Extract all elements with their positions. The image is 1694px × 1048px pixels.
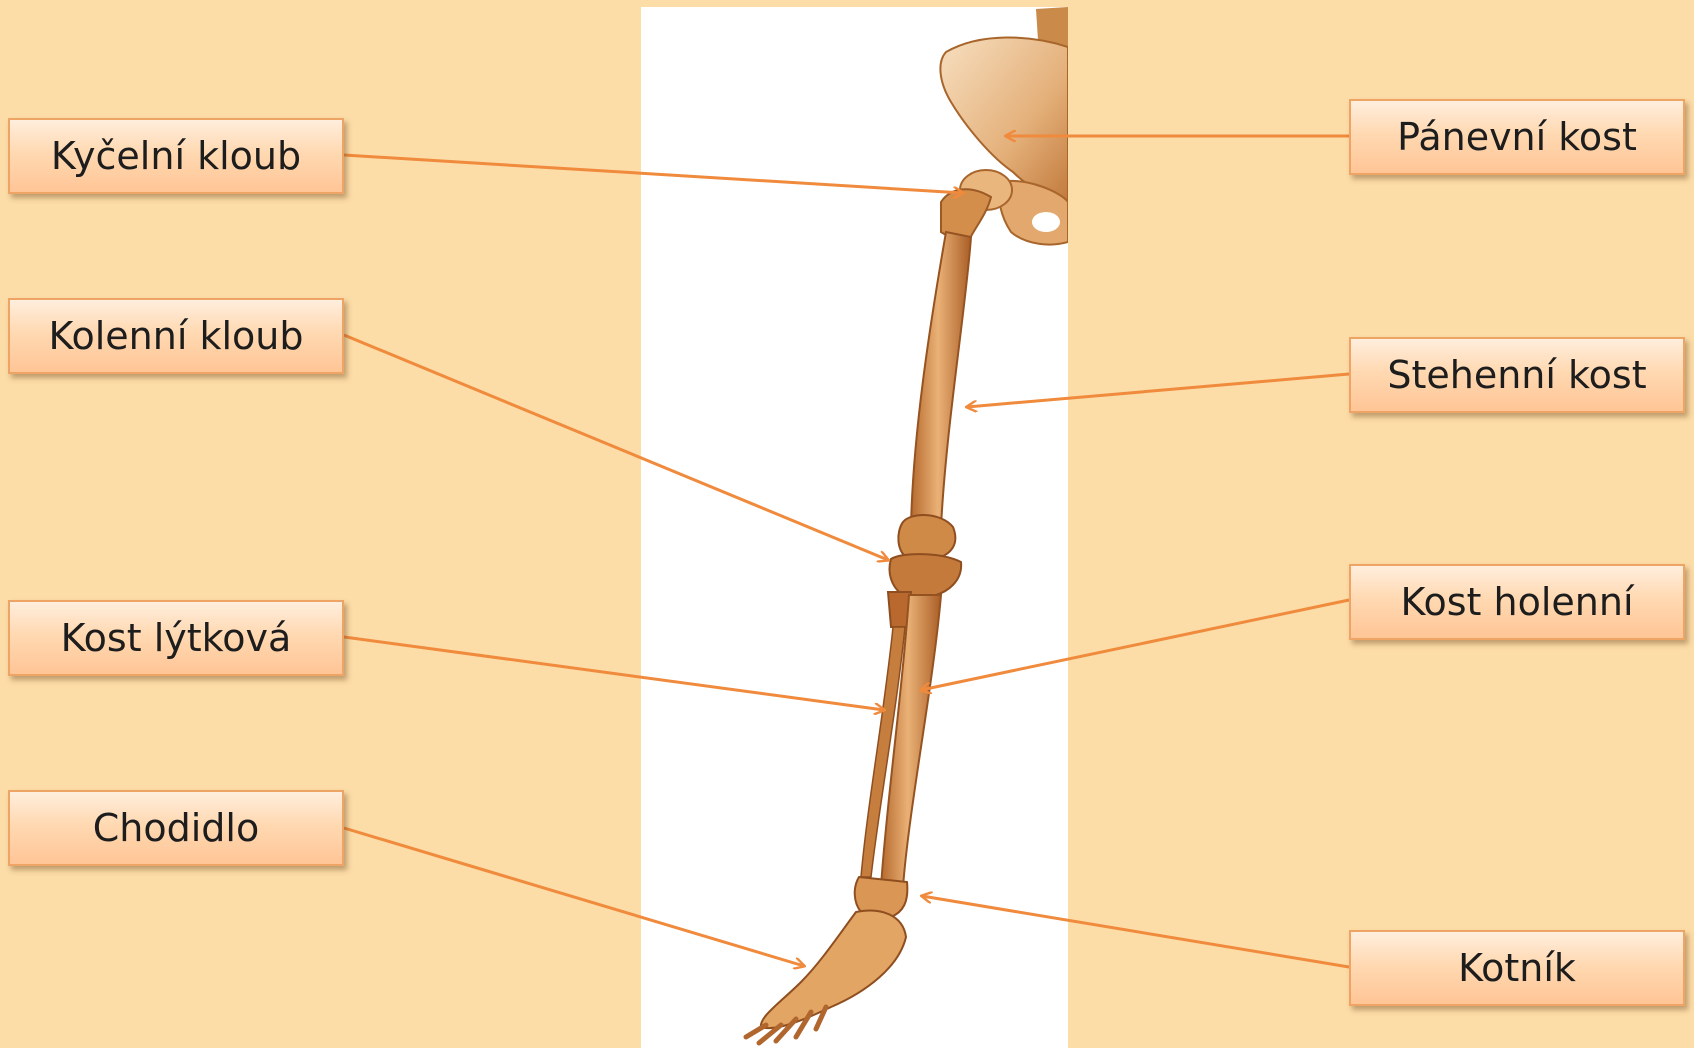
label-ankle: Kotník	[1349, 930, 1685, 1006]
arrow-fibula	[344, 637, 884, 710]
label-femur: Stehenní kost	[1349, 337, 1685, 413]
arrow-hip-joint	[344, 155, 963, 193]
label-fibula: Kost lýtková	[8, 600, 344, 676]
arrow-ankle	[922, 896, 1349, 967]
arrow-foot	[344, 828, 804, 966]
arrow-tibia	[921, 600, 1349, 690]
label-tibia: Kost holenní	[1349, 564, 1685, 640]
arrow-femur	[967, 374, 1349, 407]
label-pelvis: Pánevní kost	[1349, 99, 1685, 175]
arrow-knee-joint	[344, 335, 888, 560]
label-hip-joint: Kyčelní kloub	[8, 118, 344, 194]
label-knee-joint: Kolenní kloub	[8, 298, 344, 374]
label-foot: Chodidlo	[8, 790, 344, 866]
